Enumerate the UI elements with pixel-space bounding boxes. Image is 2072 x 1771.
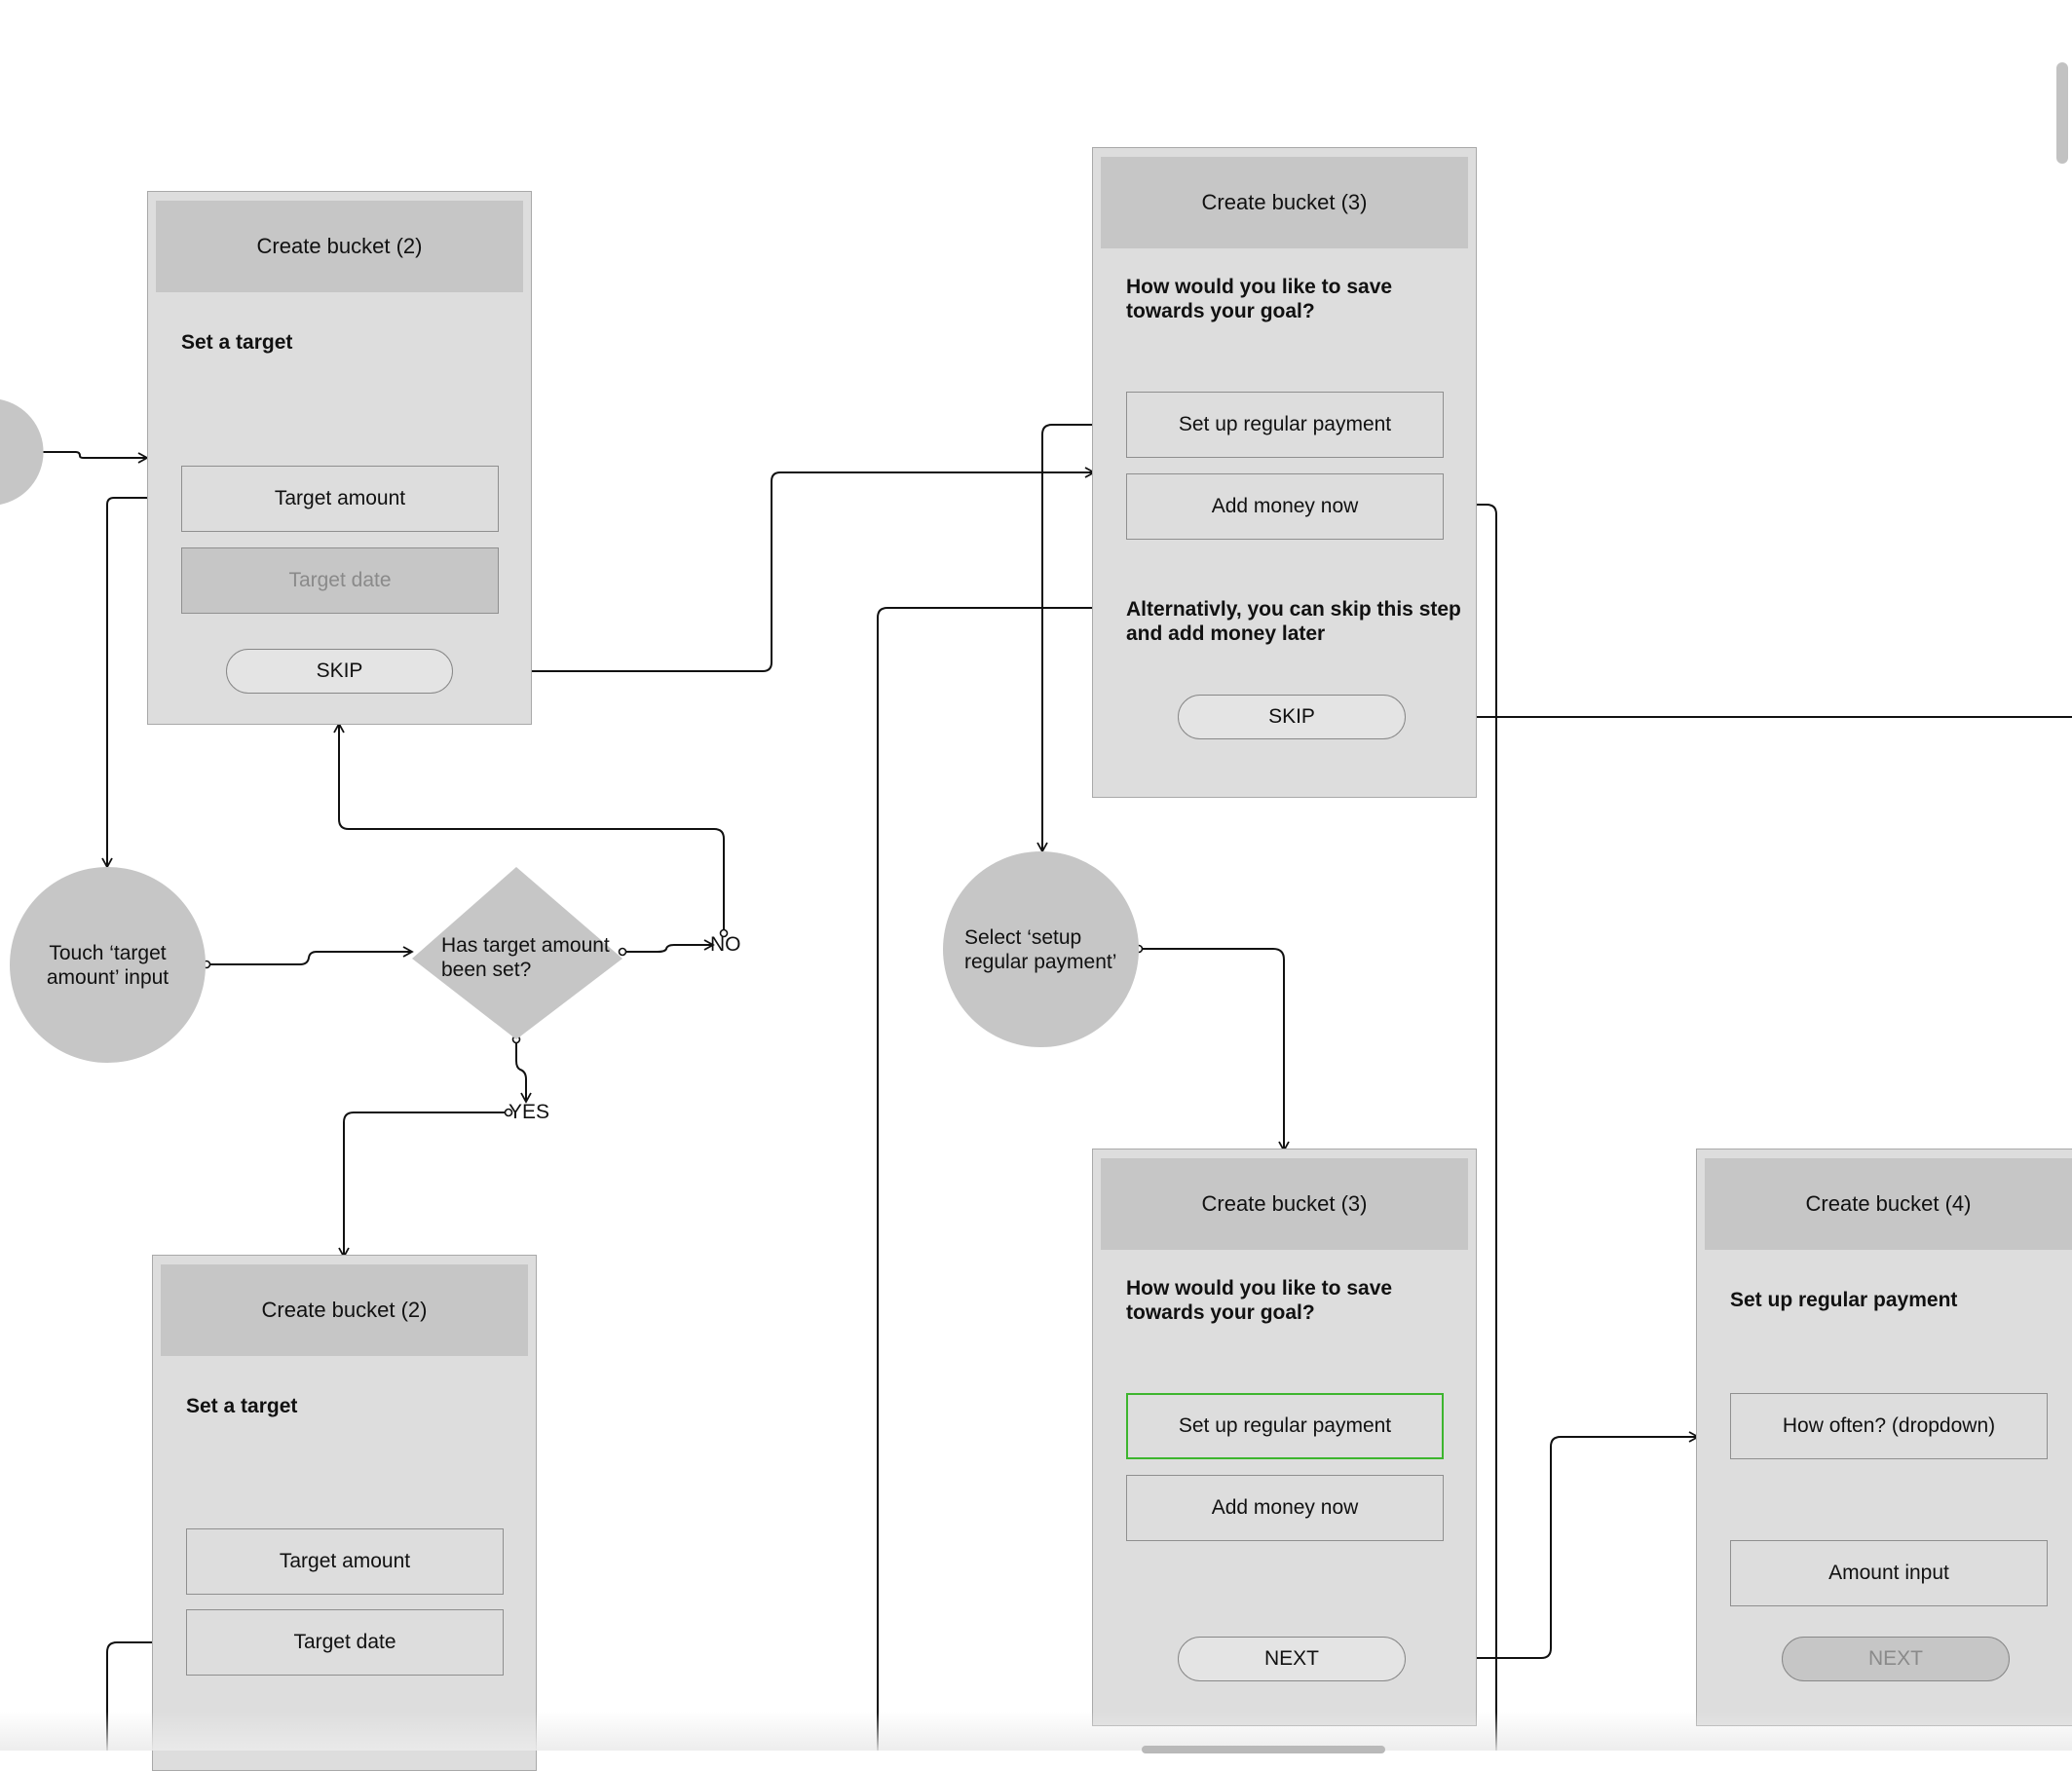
screen-title: Create bucket (3) bbox=[1201, 1191, 1368, 1216]
amount-input[interactable]: Amount input bbox=[1730, 1540, 2048, 1606]
add-money-button[interactable]: Add money now bbox=[1126, 473, 1444, 540]
target-amount-input[interactable]: Target amount bbox=[186, 1528, 504, 1595]
canvas-bottom-fade bbox=[0, 1712, 2072, 1751]
screen-create-bucket-3: Create bucket (3) How would you like to … bbox=[1092, 147, 1477, 798]
next-button[interactable]: NEXT bbox=[1178, 1637, 1406, 1681]
screen-title: Create bucket (3) bbox=[1201, 190, 1368, 214]
regular-payment-button[interactable]: Set up regular payment bbox=[1126, 392, 1444, 458]
screen-create-bucket-3-regular-selected: Create bucket (3) How would you like to … bbox=[1092, 1149, 1477, 1726]
connector-target-date-down bbox=[106, 1641, 185, 1751]
connector-select-to-bucket3-bottom bbox=[1139, 948, 1290, 1152]
screen-title: Create bucket (4) bbox=[1805, 1191, 1972, 1216]
connector-decision-to-no bbox=[622, 939, 715, 953]
connector-decision-to-yes bbox=[515, 1039, 532, 1104]
connector-next-to-bucket4 bbox=[1405, 1431, 1700, 1659]
connector-add-money-down bbox=[1442, 504, 1497, 1751]
connector-no-to-bucket2 bbox=[333, 722, 725, 933]
screen-header: Create bucket (3) bbox=[1101, 1158, 1468, 1250]
screen-header: Create bucket (2) bbox=[161, 1264, 528, 1356]
screen-create-bucket-2: Create bucket (2) Set a target Target am… bbox=[147, 191, 532, 725]
connector-alt-down bbox=[877, 607, 1092, 1751]
connector-regular-payment-to-select bbox=[1036, 424, 1125, 853]
target-amount-input[interactable]: Target amount bbox=[181, 466, 499, 532]
select-setup-regular-payment-node: Select ‘setup regular payment’ bbox=[943, 851, 1139, 1047]
decision-yes-label: YES bbox=[509, 1101, 550, 1123]
screen-heading: How would you like to save towards your … bbox=[1126, 276, 1393, 322]
screen-title: Create bucket (2) bbox=[261, 1298, 428, 1322]
screen-title: Create bucket (2) bbox=[256, 234, 423, 258]
connector-skip-to-bucket3 bbox=[453, 467, 1096, 672]
add-money-button[interactable]: Add money now bbox=[1126, 1475, 1444, 1541]
regular-payment-button[interactable]: Set up regular payment bbox=[1126, 1393, 1444, 1459]
connector-target-amount-to-touch bbox=[101, 497, 180, 869]
screen-header: Create bucket (3) bbox=[1101, 157, 1468, 248]
target-date-input[interactable]: Target date bbox=[186, 1609, 504, 1676]
connector-yes-to-bucket2-bottom bbox=[338, 1112, 509, 1259]
decision-no-label: NO bbox=[710, 933, 741, 956]
screen-heading: Set a target bbox=[181, 331, 293, 354]
connector-entry bbox=[10, 451, 149, 464]
screen-header: Create bucket (2) bbox=[156, 201, 523, 292]
skip-hint-text: Alternativly, you can skip this step and… bbox=[1126, 598, 1461, 645]
offscreen-node-edge bbox=[0, 399, 44, 505]
touch-target-amount-node: Touch ‘target amount’ input bbox=[10, 867, 206, 1063]
connector-touch-to-decision bbox=[207, 946, 414, 965]
screen-create-bucket-2-target-set: Create bucket (2) Set a target Target am… bbox=[152, 1255, 537, 1771]
screen-heading: Set a target bbox=[186, 1395, 298, 1417]
screen-create-bucket-4: Create bucket (4) Set up regular payment… bbox=[1696, 1149, 2072, 1726]
decision-diamond bbox=[412, 867, 622, 1039]
offscreen-button-edge bbox=[1142, 1746, 1385, 1753]
screen-heading: Set up regular payment bbox=[1730, 1289, 1958, 1311]
screen-heading: How would you like to save towards your … bbox=[1126, 1277, 1393, 1324]
screen-header: Create bucket (4) bbox=[1705, 1158, 2072, 1250]
skip-button[interactable]: SKIP bbox=[1178, 695, 1406, 739]
vertical-scrollbar[interactable] bbox=[2056, 62, 2068, 164]
next-button[interactable]: NEXT bbox=[1782, 1637, 2010, 1681]
target-date-input[interactable]: Target date bbox=[181, 547, 499, 614]
how-often-dropdown[interactable]: How often? (dropdown) bbox=[1730, 1393, 2048, 1459]
skip-button[interactable]: SKIP bbox=[226, 649, 453, 694]
decision-label: Has target amount been set? bbox=[441, 934, 610, 981]
